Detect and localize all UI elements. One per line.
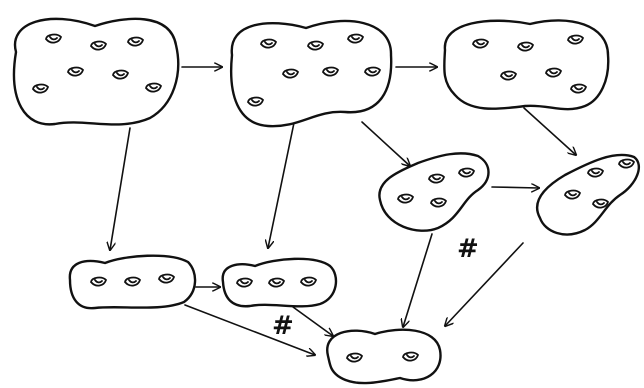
arrow-bottom-left-to-bottom (184, 304, 315, 355)
surface-top-left (12, 17, 180, 126)
arrows (110, 67, 576, 355)
surface-mid-right (536, 153, 640, 236)
surface-bottom (326, 328, 442, 385)
arrow-top-right-to-mid-right (523, 107, 576, 155)
surface-top-right (443, 19, 610, 111)
arrow-mid-center-to-bottom (403, 233, 433, 327)
arrow-mid-right-to-bottom (445, 242, 524, 326)
surface-top-center (230, 19, 393, 128)
connected-sum-mark: # (272, 311, 294, 341)
surface-mid-center (378, 152, 490, 232)
connected-sum-mark: # (457, 234, 479, 264)
arrow-top-center-to-bottom-center (268, 117, 296, 248)
arrow-top-left-to-bottom-left (110, 127, 131, 250)
arrow-top-center-to-mid-center (361, 121, 410, 166)
arrow-bottom-center-to-bottom (292, 306, 333, 336)
arrow-mid-center-to-mid-right (491, 187, 539, 188)
surface-bottom-left (68, 254, 197, 310)
surface-bottom-center (221, 257, 338, 308)
